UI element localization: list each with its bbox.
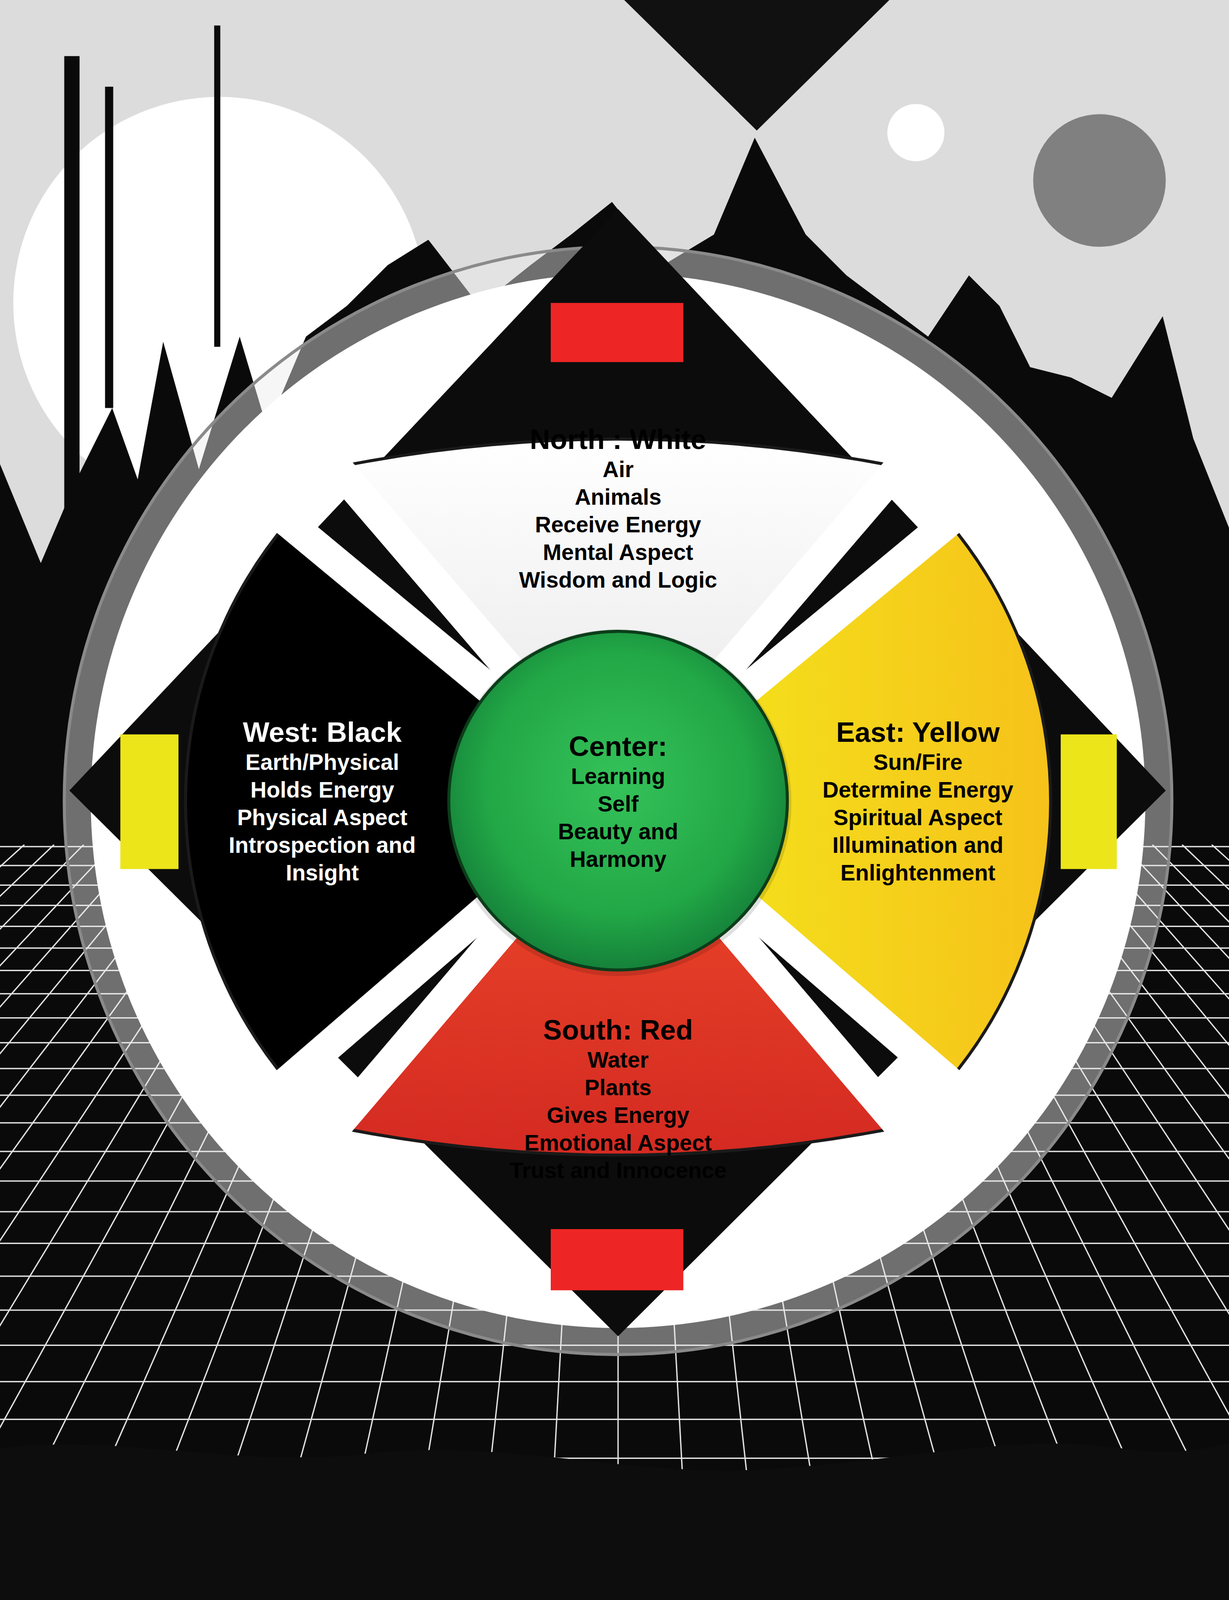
wheel-disc xyxy=(90,273,1146,1328)
attribute-text: Wisdom and Logic xyxy=(446,566,790,594)
attribute-text: Plants xyxy=(446,1073,790,1102)
attribute-text: Emotional Aspect xyxy=(446,1129,790,1157)
wheel-diamond xyxy=(69,208,1166,1337)
direction-heading: Center: xyxy=(541,730,696,762)
attribute-text: Determine Energy xyxy=(806,776,1029,804)
attribute-text: Gives Energy xyxy=(446,1101,790,1130)
attribute-text: Physical Aspect xyxy=(226,803,418,832)
hill-dot xyxy=(0,1570,4,1575)
attribute-text: Introspection and Insight xyxy=(226,831,418,887)
small-moon xyxy=(887,104,945,162)
hill-edge xyxy=(0,1515,62,1518)
top-triangle xyxy=(623,0,890,131)
attribute-text: Trust and Innocence xyxy=(446,1156,790,1185)
attribute-text: Beauty and Harmony xyxy=(541,817,696,874)
vertical-bar xyxy=(214,25,221,348)
north-quadrant: North : WhiteAirAnimalsReceive EnergyMen… xyxy=(443,421,793,596)
vertical-bar xyxy=(64,56,80,511)
north-marker xyxy=(550,303,684,363)
direction-heading: North : White xyxy=(446,423,790,455)
mountains xyxy=(0,137,1229,1600)
attribute-text: Receive Energy xyxy=(446,510,790,539)
east-quadrant: East: YellowSun/FireDetermine EnergySpir… xyxy=(803,714,1032,889)
attribute-text: Water xyxy=(446,1046,790,1074)
attribute-text: Air xyxy=(446,455,790,484)
south-marker xyxy=(550,1229,684,1291)
direction-heading: West: Black xyxy=(226,716,418,748)
attribute-text: Illumination and Enlightenment xyxy=(806,831,1029,887)
south-quadrant: South: RedWaterPlantsGives EnergyEmotion… xyxy=(443,1012,793,1187)
direction-heading: South: Red xyxy=(446,1014,790,1046)
grid-line xyxy=(0,1380,1229,1383)
planet xyxy=(1033,114,1166,247)
east-marker xyxy=(1060,734,1118,870)
direction-heading: East: Yellow xyxy=(806,716,1029,748)
attribute-text: Earth/Physical xyxy=(226,748,418,777)
attribute-text: Mental Aspect xyxy=(446,538,790,567)
center-circle-node: Center:LearningSelfBeauty and Harmony xyxy=(538,728,699,876)
west-quadrant: West: BlackEarth/PhysicalHolds EnergyPhy… xyxy=(223,714,421,889)
center-shadow xyxy=(444,629,792,976)
grid-line xyxy=(0,1418,1229,1421)
attribute-text: Holds Energy xyxy=(226,776,418,804)
attribute-text: Animals xyxy=(446,483,790,511)
center-circle xyxy=(448,631,788,970)
attribute-text: Self xyxy=(541,790,696,818)
vertical-bar xyxy=(105,86,114,409)
foreground-hills xyxy=(0,1443,1229,1600)
attribute-text: Spiritual Aspect xyxy=(806,803,1029,832)
attribute-text: Sun/Fire xyxy=(806,748,1029,777)
attribute-text: Learning xyxy=(541,762,696,791)
west-marker xyxy=(120,734,179,870)
